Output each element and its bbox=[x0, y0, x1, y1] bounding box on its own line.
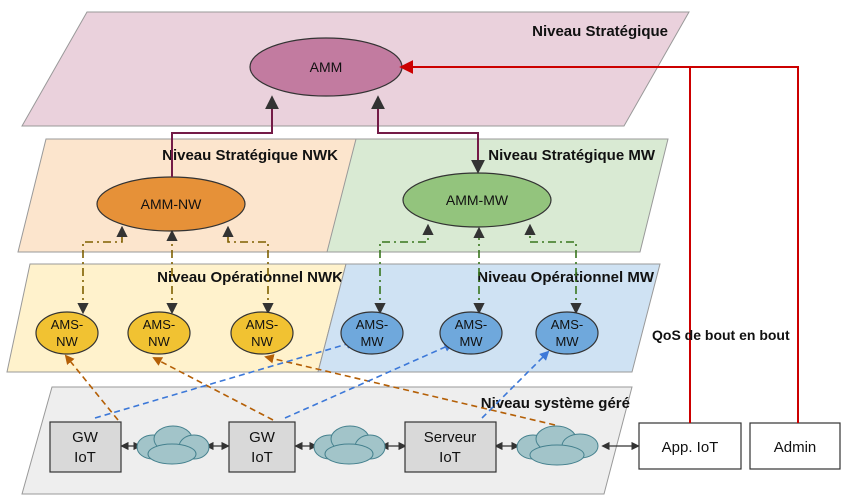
ams-nw-node-1[interactable]: AMS- NW bbox=[35, 311, 99, 355]
device-gw-iot-2[interactable]: GW IoT bbox=[228, 421, 296, 473]
mw-monitoring-links bbox=[94, 339, 550, 419]
ams-mw-label-2a: AMS- bbox=[455, 317, 488, 332]
app-iot-label: App. IoT bbox=[662, 439, 719, 456]
ams-mw-node-3[interactable]: AMS- MW bbox=[535, 311, 599, 355]
strategic-mw-title: Niveau Stratégique MW bbox=[488, 147, 656, 164]
nwk-monitoring-links bbox=[64, 354, 556, 426]
ams-mw-node-2[interactable]: AMS- MW bbox=[439, 311, 503, 355]
admin-box[interactable]: Admin bbox=[749, 422, 841, 470]
link-amm-nw-to-amm bbox=[171, 95, 279, 177]
mw-operational-links bbox=[374, 223, 582, 315]
ams-nw-label-2b: NW bbox=[148, 334, 170, 349]
ams-mw-label-3a: AMS- bbox=[551, 317, 584, 332]
ams-mw-label-1a: AMS- bbox=[356, 317, 389, 332]
link-amm-to-amm-mw bbox=[371, 95, 485, 174]
cloud-icon bbox=[313, 425, 386, 465]
device-1-line1: GW bbox=[72, 429, 99, 446]
operational-mw-title: Niveau Opérationnel MW bbox=[477, 269, 655, 286]
device-gw-iot-1[interactable]: GW IoT bbox=[49, 421, 122, 473]
managed-level-title: Niveau système géré bbox=[481, 395, 630, 412]
ams-mw-label-1b: MW bbox=[360, 334, 384, 349]
ams-nw-label-1a: AMS- bbox=[51, 317, 84, 332]
amm-mw-label: AMM-MW bbox=[446, 192, 509, 208]
device-2-line2: IoT bbox=[251, 449, 273, 466]
ams-nw-node-3[interactable]: AMS- NW bbox=[230, 311, 294, 355]
device-1-line2: IoT bbox=[74, 449, 96, 466]
amm-nw-label: AMM-NW bbox=[141, 196, 202, 212]
operational-nwk-title: Niveau Opérationnel NWK bbox=[157, 269, 343, 286]
qos-links bbox=[399, 60, 799, 423]
strategic-level-title: Niveau Stratégique bbox=[532, 23, 668, 40]
device-3-line1: Serveur bbox=[424, 429, 477, 446]
device-3-line2: IoT bbox=[439, 449, 461, 466]
amm-label: AMM bbox=[310, 59, 343, 75]
cloud-icon bbox=[136, 425, 210, 465]
nwk-operational-links bbox=[77, 225, 274, 315]
ams-mw-label-3b: MW bbox=[555, 334, 579, 349]
app-iot-box[interactable]: App. IoT bbox=[638, 422, 742, 470]
ams-mw-label-2b: MW bbox=[459, 334, 483, 349]
device-serveur-iot[interactable]: Serveur IoT bbox=[404, 421, 497, 473]
ams-nw-label-3b: NW bbox=[251, 334, 273, 349]
strategic-nwk-title: Niveau Stratégique NWK bbox=[162, 147, 338, 164]
cloud-icon bbox=[516, 425, 599, 466]
admin-label: Admin bbox=[774, 439, 817, 456]
ams-mw-node-1[interactable]: AMS- MW bbox=[340, 311, 404, 355]
ams-nw-label-2a: AMS- bbox=[143, 317, 176, 332]
qos-label: QoS de bout en bout bbox=[652, 327, 790, 343]
device-2-line1: GW bbox=[249, 429, 276, 446]
ams-nw-label-3a: AMS- bbox=[246, 317, 279, 332]
ams-nw-label-1b: NW bbox=[56, 334, 78, 349]
ams-nw-node-2[interactable]: AMS- NW bbox=[127, 311, 191, 355]
